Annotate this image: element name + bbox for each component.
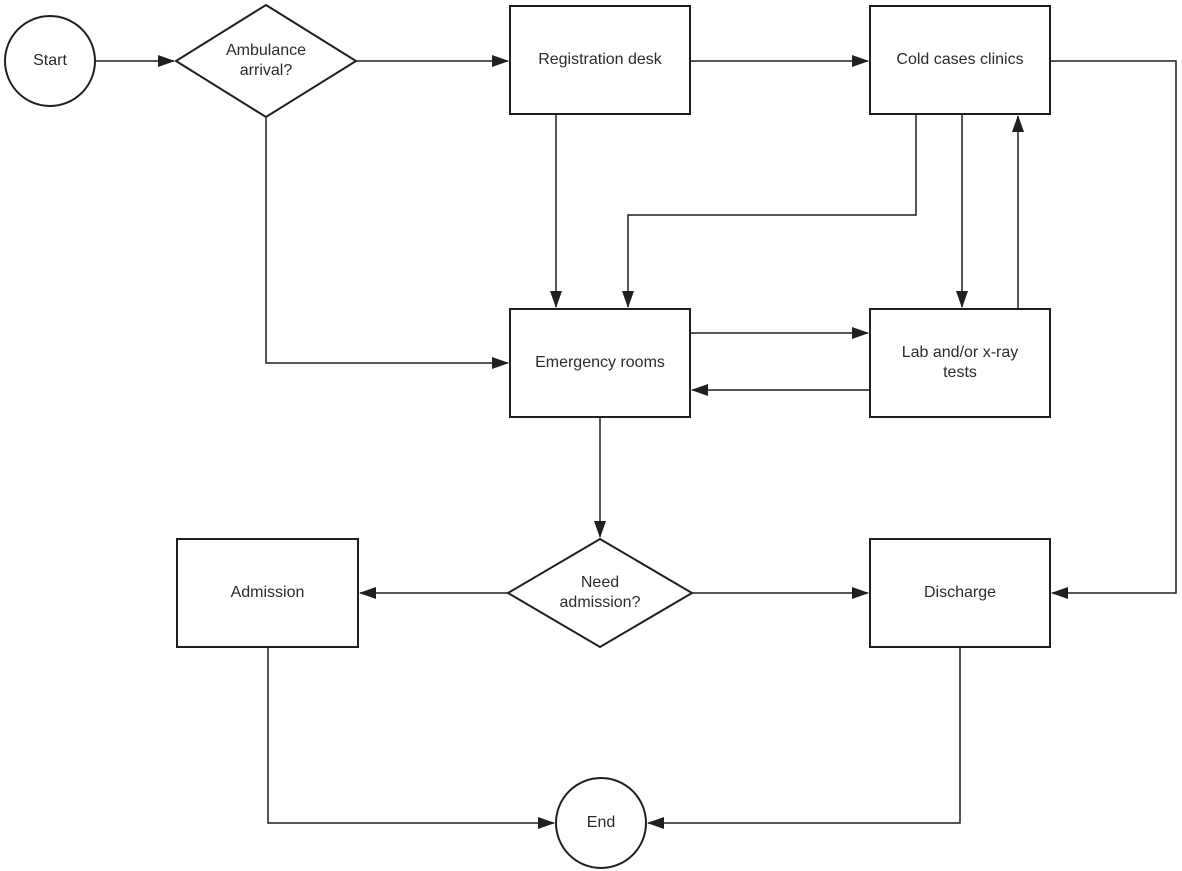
edge-coldcases-to-discharge: [1050, 60, 1177, 599]
need-admission-node: [506, 537, 694, 649]
admission-node: [176, 538, 359, 648]
lab-node: [869, 308, 1051, 418]
emergency-node: [509, 308, 691, 418]
registration-node: [509, 5, 691, 115]
edge-discharge-to-end: [647, 647, 961, 829]
edge-ambulance-to-emergency: [265, 117, 509, 369]
ambulance-decision-node: [174, 3, 358, 119]
discharge-node: [869, 538, 1051, 648]
cold-cases-node: [869, 5, 1051, 115]
end-node: [555, 777, 647, 869]
edge-coldcases-to-emergency: [622, 114, 917, 308]
edge-admission-to-end: [267, 647, 555, 829]
start-node: [4, 15, 96, 107]
